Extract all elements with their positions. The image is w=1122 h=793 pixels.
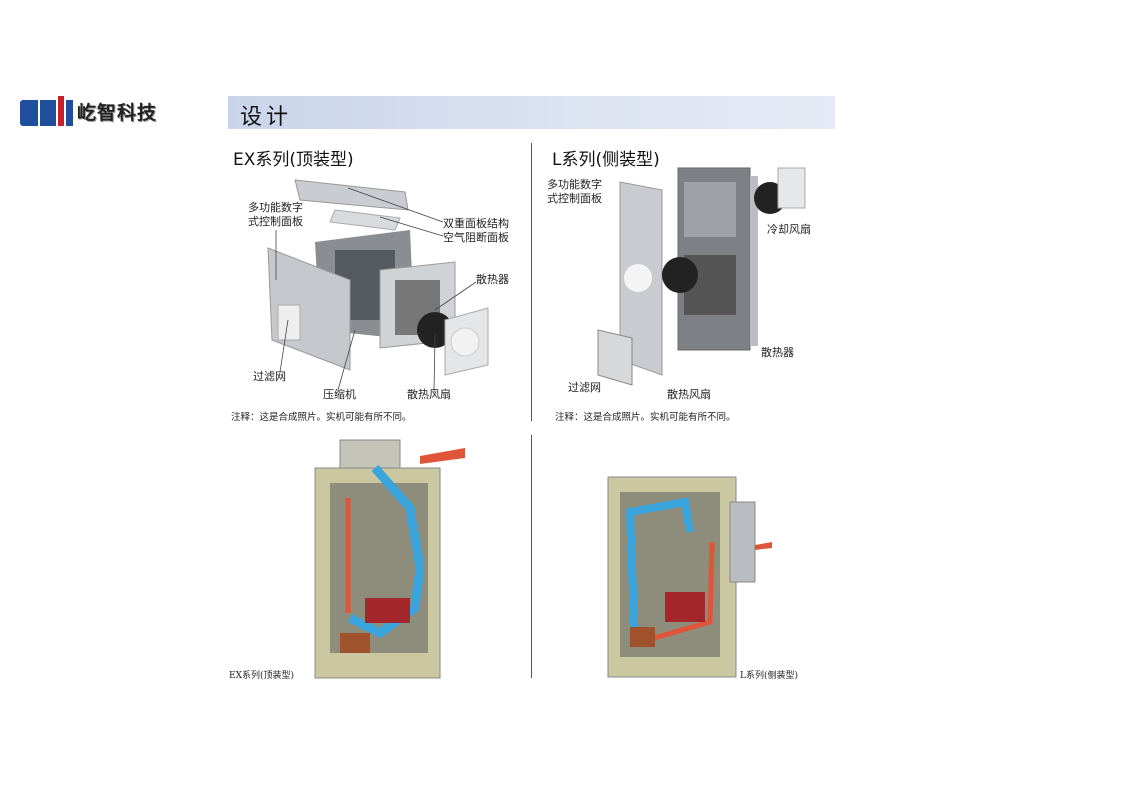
l-label-radiator: 散热器	[761, 346, 794, 359]
l-series-title: L系列(侧装型)	[552, 150, 660, 170]
l-label-cooling-fan: 冷却风扇	[767, 223, 811, 236]
company-name: 屹智科技	[77, 101, 158, 124]
section-header: 设计	[228, 96, 835, 130]
label-line: 式控制面板	[248, 215, 303, 228]
ex-label-filter: 过滤网	[253, 370, 286, 383]
l-caption: L系列(侧装型)	[740, 671, 798, 681]
label-line: 多功能数字	[248, 201, 303, 214]
eti-logo-mark	[20, 96, 73, 126]
l-label-fan: 散热风扇	[667, 388, 711, 401]
divider	[531, 143, 532, 421]
label-air-block: 空气阻断面板	[443, 231, 509, 244]
ex-series-title: EX系列(顶装型)	[233, 150, 354, 170]
ex-caption: EX系列(顶装型)	[229, 671, 294, 681]
ex-label-panels: 双重面板结构 空气阻断面板	[443, 217, 509, 245]
l-label-filter: 过滤网	[568, 381, 601, 394]
ex-note: 注释：这是合成照片。实机可能有所不同。	[231, 412, 412, 423]
label-double-panel: 双重面板结构	[443, 217, 509, 230]
ex-label-control-panel: 多功能数字 式控制面板	[248, 201, 303, 229]
l-exploded-illustration	[597, 167, 806, 386]
section-title: 设计	[240, 105, 293, 130]
ex-label-compressor: 压缩机	[323, 388, 356, 401]
label-line: 式控制面板	[547, 192, 602, 205]
company-logo: 屹智科技	[20, 96, 157, 126]
l-note: 注释：这是合成照片。实机可能有所不同。	[555, 412, 736, 423]
ex-label-radiator: 散热器	[476, 273, 509, 286]
l-label-control-panel: 多功能数字 式控制面板	[547, 178, 602, 206]
ex-exploded-illustration	[267, 179, 489, 393]
ex-airflow-cabinet-illustration	[314, 439, 465, 679]
label-line: 多功能数字	[547, 178, 602, 191]
ex-label-fan: 散热风扇	[407, 388, 451, 401]
divider	[531, 435, 532, 678]
l-airflow-cabinet-illustration	[607, 476, 772, 678]
